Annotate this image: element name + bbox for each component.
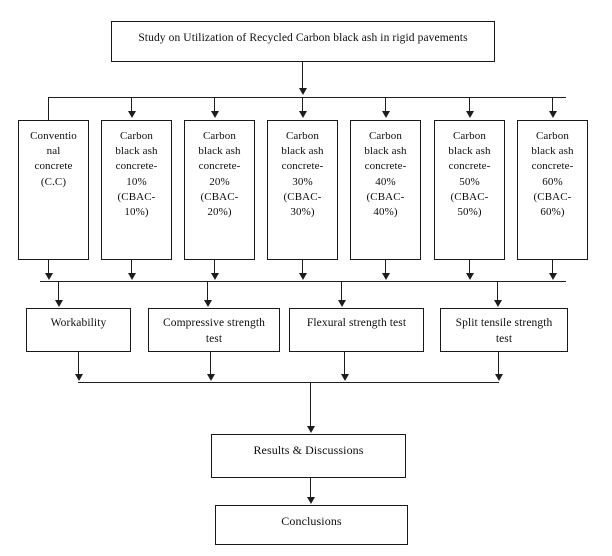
bus-distribution [48,97,566,99]
arrowhead-results-to-conclusions [306,497,315,504]
node-test-workability: Workability [26,308,131,352]
arrowhead-bus-to-mix-4 [381,111,390,118]
node-results-label: Results & Discussions [253,443,364,457]
connector-test-2-to-bus [344,352,346,374]
arrowhead-mix-1-to-bus [127,273,136,280]
arrowhead-bus-to-mix-6 [548,111,557,118]
connector-bus-to-mix-5 [469,97,471,113]
node-mix-cbac-40: Carbon black ash concrete- 40% (CBAC- 40… [350,120,421,260]
node-test-3-label: Split tensile strength test [455,317,553,345]
node-study-title-label: Study on Utilization of Recycled Carbon … [138,32,468,44]
bus-collection-results [78,382,499,384]
node-mix-6-label: Carbon black ash concrete- 60% (CBAC- 60… [531,130,574,218]
arrowhead-mix-3-to-bus [298,273,307,280]
connector-mix-0-to-bus [48,260,50,274]
connector-bus-to-test-2 [341,281,343,301]
arrowhead-bus-to-mix-5 [465,111,474,118]
arrowhead-test-0-to-bus [74,374,83,381]
node-study-title: Study on Utilization of Recycled Carbon … [111,21,495,62]
node-mix-0-label: Conventio nal concrete (C.C) [30,130,77,188]
connector-bus-to-mix-0 [48,97,50,120]
node-mix-conventional-concrete: Conventio nal concrete (C.C) [18,120,89,260]
node-mix-cbac-30: Carbon black ash concrete- 30% (CBAC- 30… [267,120,338,260]
connector-test-1-to-bus [210,352,212,374]
arrowhead-mix-0-to-bus [44,273,53,280]
connector-mix-5-to-bus [469,260,471,274]
connector-bus-to-test-1 [207,281,209,301]
arrowhead-bus-to-test-1 [203,300,212,307]
connector-bus-to-mix-3 [302,97,304,113]
node-mix-1-label: Carbon black ash concrete- 10% (CBAC- 10… [115,130,158,218]
arrowhead-bus-to-results [306,426,315,433]
connector-bus-to-mix-4 [385,97,387,113]
arrowhead-bus-to-test-0 [54,300,63,307]
connector-mix-4-to-bus [385,260,387,274]
connector-bus-to-test-3 [497,281,499,301]
connector-mix-3-to-bus [302,260,304,274]
arrowhead-bus-to-test-2 [337,300,346,307]
node-test-split-tensile-strength: Split tensile strength test [440,308,568,352]
node-test-compressive-strength: Compressive strength test [148,308,280,352]
connector-mix-1-to-bus [131,260,133,274]
connector-title-to-bus [302,62,304,90]
connector-bus-to-mix-2 [214,97,216,113]
connector-bus-to-test-0 [58,281,60,301]
node-mix-3-label: Carbon black ash concrete- 30% (CBAC- 30… [281,130,324,218]
arrowhead-bus-to-mix-2 [210,111,219,118]
connector-test-0-to-bus [78,352,80,374]
node-test-flexural-strength: Flexural strength test [289,308,424,352]
arrowhead-bus-to-test-3 [493,300,502,307]
node-mix-4-label: Carbon black ash concrete- 40% (CBAC- 40… [364,130,407,218]
node-test-0-label: Workability [50,317,107,329]
connector-bus-to-results [310,382,312,426]
connector-bus-to-mix-6 [552,97,554,113]
arrowhead-bus-to-mix-3 [298,111,307,118]
node-mix-cbac-60: Carbon black ash concrete- 60% (CBAC- 60… [517,120,588,260]
arrowhead-test-1-to-bus [206,374,215,381]
node-mix-cbac-20: Carbon black ash concrete- 20% (CBAC- 20… [184,120,255,260]
connector-bus-to-mix-1 [131,97,133,113]
connector-results-to-conclusions [310,478,312,497]
bus-collection-tests [40,281,566,283]
arrowhead-title-to-bus [298,88,307,95]
node-mix-2-label: Carbon black ash concrete- 20% (CBAC- 20… [198,130,241,218]
arrowhead-mix-6-to-bus [548,273,557,280]
arrowhead-bus-to-mix-1 [127,111,136,118]
node-mix-cbac-50: Carbon black ash concrete- 50% (CBAC- 50… [434,120,505,260]
arrowhead-mix-4-to-bus [381,273,390,280]
node-conclusions: Conclusions [215,505,408,545]
arrowhead-test-3-to-bus [494,374,503,381]
arrowhead-mix-2-to-bus [210,273,219,280]
node-results-discussions: Results & Discussions [211,434,406,478]
node-conclusions-label: Conclusions [281,514,342,528]
connector-test-3-to-bus [498,352,500,374]
arrowhead-test-2-to-bus [340,374,349,381]
connector-mix-2-to-bus [214,260,216,274]
node-mix-5-label: Carbon black ash concrete- 50% (CBAC- 50… [448,130,491,218]
node-mix-cbac-10: Carbon black ash concrete- 10% (CBAC- 10… [101,120,172,260]
connector-mix-6-to-bus [552,260,554,274]
node-test-1-label: Compressive strength test [163,317,265,345]
arrowhead-mix-5-to-bus [465,273,474,280]
node-test-2-label: Flexural strength test [306,317,407,329]
